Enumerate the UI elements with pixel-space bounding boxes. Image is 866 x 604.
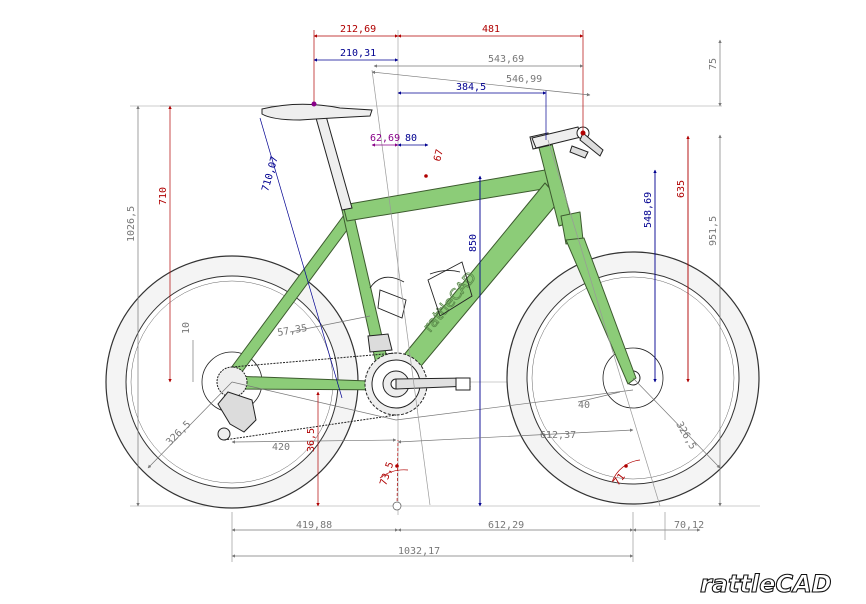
shifter — [569, 145, 589, 159]
label-543-69: 543,69 — [488, 54, 524, 65]
label-951-5: 951,5 — [708, 216, 719, 246]
chain-top — [231, 352, 397, 368]
pedal — [455, 377, 471, 391]
dim-line-57-35 — [289, 315, 371, 333]
chain-bottom — [223, 414, 397, 441]
label-612-29: 612,29 — [488, 520, 524, 531]
label-481: 481 — [482, 24, 500, 35]
dim-line-40 — [577, 391, 621, 403]
saddle-point — [311, 101, 317, 107]
label-210-31: 210,31 — [340, 48, 376, 59]
dim-line-612-37 — [397, 428, 634, 444]
seatpost — [315, 115, 353, 211]
rear-axle-to-bb-line — [231, 381, 397, 421]
label-67: 67 — [432, 148, 446, 162]
label-612-37: 612,37 — [540, 430, 576, 441]
steering-axis-line — [547, 139, 661, 507]
dimension-lines — [136, 34, 722, 562]
label-710: 710 — [158, 187, 169, 205]
dim-line-546-99 — [371, 70, 591, 97]
label-1032-17: 1032,17 — [398, 546, 440, 557]
dim-line-326-5-right — [632, 377, 721, 469]
rear-derailleur — [217, 391, 257, 433]
stem — [531, 126, 582, 149]
label-10: 10 — [181, 322, 192, 334]
bb-to-front-axle-line — [395, 389, 634, 421]
jockey-wheel — [217, 427, 231, 441]
label-80: 80 — [405, 133, 417, 144]
label-73-5: 73,5 — [378, 461, 396, 487]
key-points — [311, 101, 628, 468]
label-57-35: 57,35 — [277, 323, 309, 339]
label-384-5: 384,5 — [456, 82, 486, 93]
label-635: 635 — [676, 180, 687, 198]
ground-marker — [392, 501, 402, 511]
front-disc — [602, 347, 664, 409]
saddle — [261, 103, 373, 121]
saddle-to-bb-line — [259, 117, 343, 399]
brake-lever — [579, 132, 604, 157]
label-710-07: 710,07 — [260, 155, 281, 193]
top-tube — [342, 169, 550, 222]
bar-point — [580, 130, 586, 136]
bb-point-red — [395, 464, 399, 468]
front-derailleur — [367, 333, 393, 353]
seat-tube-angle-arc-line — [396, 439, 399, 507]
dim-line-326-5-left — [147, 381, 233, 469]
dimension-labels: 212,69 481 210,31 543,69 546,99 75 384,5… — [126, 24, 719, 557]
top-tube-marker — [424, 174, 428, 178]
rattlecad-logo: rattleCAD — [699, 569, 832, 598]
label-1026-5: 1026,5 — [126, 206, 137, 242]
head-angle-arc — [611, 459, 641, 483]
label-850: 850 — [468, 234, 479, 252]
label-70-12: 70,12 — [674, 520, 704, 531]
bottle-cages — [369, 261, 473, 319]
dim-line-420 — [231, 438, 397, 444]
label-36-5: 36,5 — [306, 428, 317, 452]
cockpit — [261, 103, 604, 211]
label-419-88: 419,88 — [296, 520, 332, 531]
front-rim-inner — [531, 276, 735, 480]
logo-text: rattleCAD — [700, 570, 832, 598]
label-40: 40 — [578, 400, 590, 411]
head-point-red — [624, 464, 628, 468]
label-75: 75 — [708, 58, 719, 70]
bottle-cage-seat-tube — [377, 289, 407, 319]
label-548-69: 548,69 — [643, 192, 654, 228]
label-546-99: 546,99 — [506, 74, 542, 85]
bottle-cage-down-tube — [427, 261, 473, 317]
label-212-69: 212,69 — [340, 24, 376, 35]
label-420: 420 — [272, 442, 290, 453]
label-62-69: 62,69 — [370, 133, 400, 144]
seat-angle-arc — [379, 469, 409, 479]
